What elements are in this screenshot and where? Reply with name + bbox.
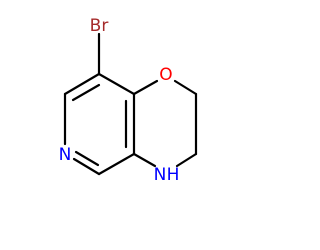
oxygen-label: O — [159, 65, 172, 85]
amine-nitrogen-label: N — [154, 165, 167, 185]
bond-c7-c8-inner — [71, 83, 101, 102]
atom-labels: Br O N N H — [59, 16, 180, 185]
bond-c3-n4 — [175, 152, 198, 168]
bromine-label: Br — [90, 16, 109, 36]
bond-c7-c8 — [63, 72, 101, 96]
bond-c8-c8a — [97, 72, 136, 96]
bond-n4-c4a — [132, 152, 157, 168]
bond-c4a-c5 — [97, 152, 136, 176]
bonds — [63, 32, 198, 176]
molecule-structure: Br O N N H — [59, 16, 198, 185]
amine-hydrogen-label: H — [167, 165, 180, 185]
bond-c5-n6-inner — [74, 150, 100, 167]
bond-o1-c2 — [173, 79, 198, 96]
bond-c5-n6 — [72, 157, 101, 176]
bond-c8a-o1 — [132, 79, 159, 96]
ring-nitrogen-label: N — [59, 145, 72, 165]
